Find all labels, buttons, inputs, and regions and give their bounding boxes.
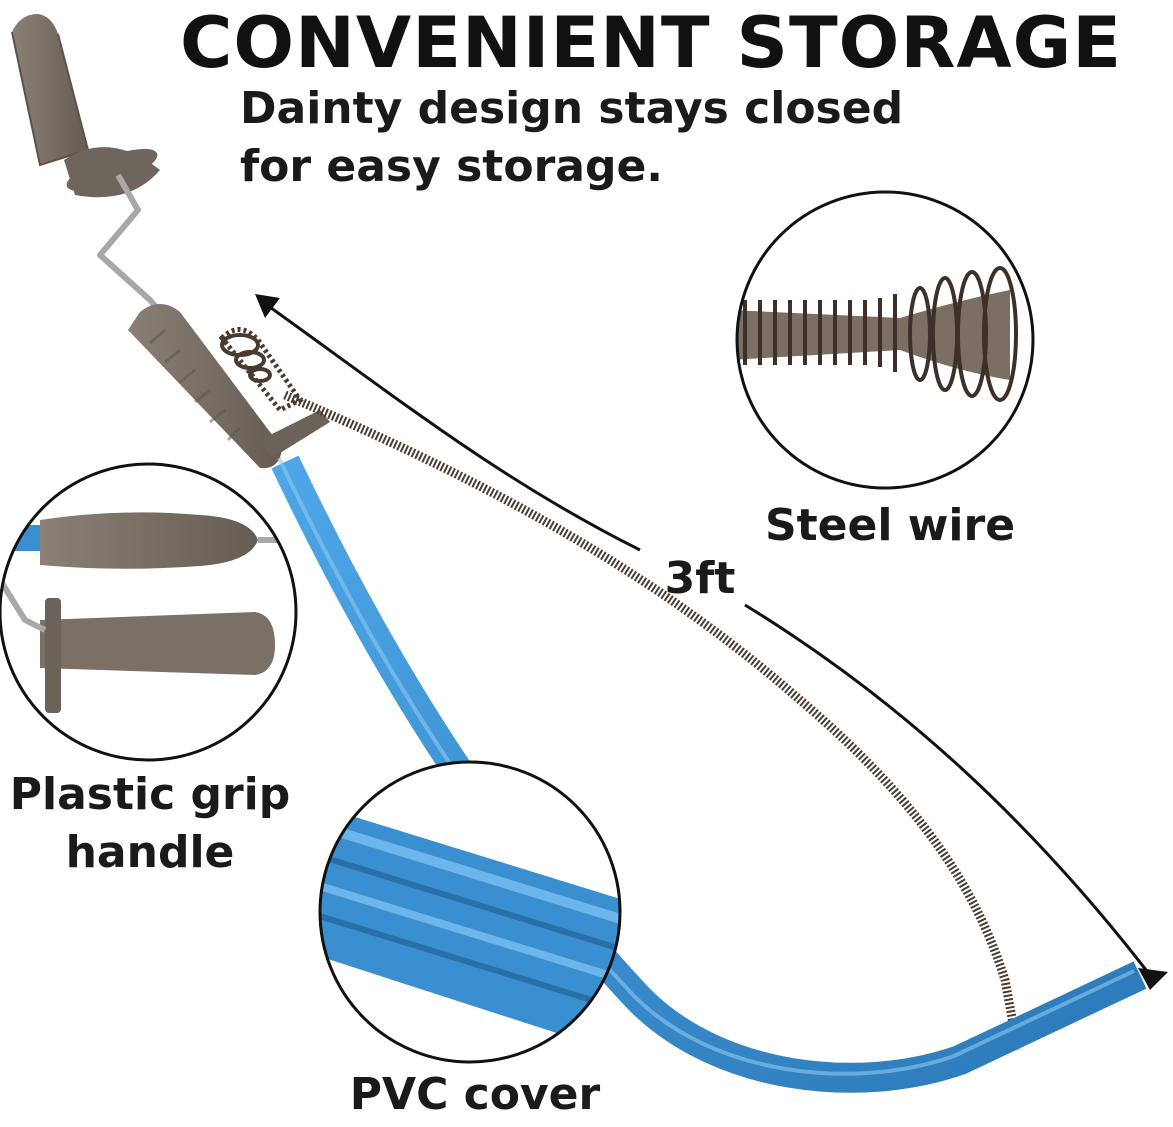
subheadline: Dainty design stays closed for easy stor… xyxy=(240,80,903,196)
plastic-grip-callout xyxy=(0,462,298,762)
grip-handle-icon xyxy=(128,304,330,469)
arrow-up-icon xyxy=(255,294,280,318)
crank-handle-icon xyxy=(11,14,168,320)
spring-head-icon xyxy=(218,327,304,414)
arrow-down-icon xyxy=(1138,968,1168,990)
subhead-line-2: for easy storage. xyxy=(240,141,664,192)
pvc-cover-callout xyxy=(318,760,622,1064)
plastic-grip-label-line-1: Plastic grip xyxy=(9,769,291,820)
steel-wire-icon xyxy=(283,390,1023,1051)
plastic-grip-label: Plastic grip handle xyxy=(0,766,300,882)
subhead-line-1: Dainty design stays closed xyxy=(240,83,904,134)
length-indicator xyxy=(255,294,1168,990)
steel-wire-label: Steel wire xyxy=(764,500,1016,551)
length-label: 3ft xyxy=(664,553,736,604)
pvc-cover-label: PVC cover xyxy=(349,1069,601,1120)
headline: CONVENIENT STORAGE xyxy=(180,2,1123,84)
plastic-grip-label-line-2: handle xyxy=(65,827,235,878)
steel-wire-callout xyxy=(735,190,1035,490)
